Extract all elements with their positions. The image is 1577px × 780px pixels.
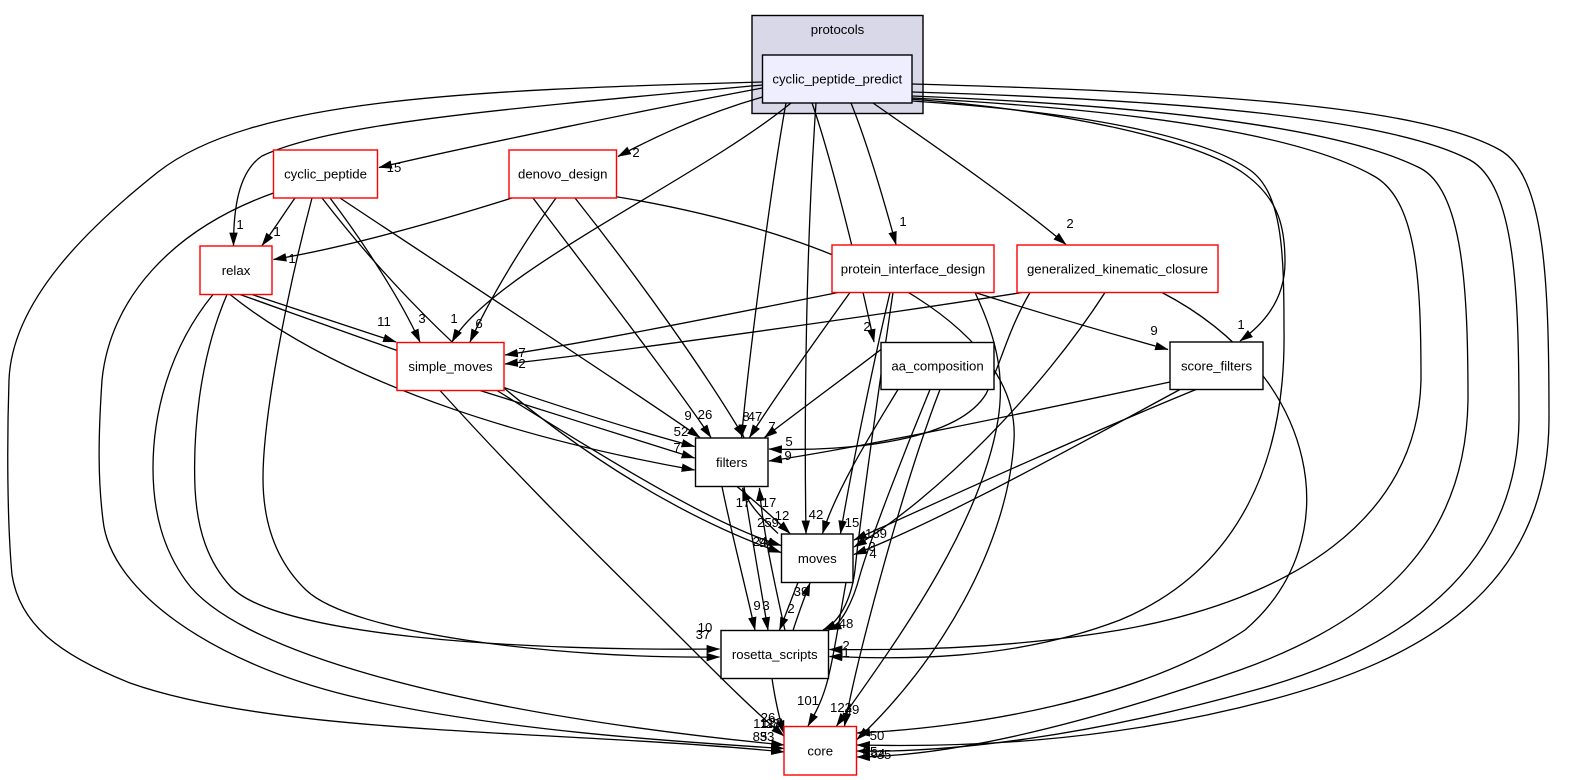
svg-text:24: 24 — [753, 534, 768, 549]
svg-text:10: 10 — [698, 620, 713, 635]
svg-text:core: core — [807, 743, 833, 758]
svg-text:6: 6 — [475, 316, 482, 331]
svg-text:9: 9 — [784, 448, 791, 463]
svg-text:17: 17 — [736, 495, 751, 510]
svg-text:123: 123 — [830, 700, 852, 715]
svg-text:35: 35 — [877, 747, 892, 762]
svg-text:1: 1 — [450, 311, 457, 326]
svg-text:1: 1 — [288, 251, 295, 266]
svg-text:7: 7 — [518, 345, 525, 360]
svg-text:1: 1 — [1237, 317, 1244, 332]
svg-text:15: 15 — [845, 515, 860, 530]
svg-text:simple_moves: simple_moves — [408, 359, 493, 374]
svg-text:85: 85 — [753, 729, 768, 744]
svg-text:2: 2 — [787, 601, 794, 616]
svg-text:33: 33 — [760, 729, 775, 744]
svg-text:3: 3 — [418, 311, 425, 326]
svg-text:3: 3 — [762, 598, 769, 613]
svg-text:protocols: protocols — [811, 22, 865, 37]
svg-text:3: 3 — [868, 539, 875, 554]
svg-text:48: 48 — [839, 616, 854, 631]
svg-text:26: 26 — [761, 710, 776, 725]
svg-text:cyclic_peptide_predict: cyclic_peptide_predict — [772, 72, 902, 87]
svg-text:filters: filters — [716, 455, 748, 470]
svg-text:7: 7 — [768, 419, 775, 434]
svg-text:49: 49 — [845, 702, 860, 717]
svg-text:aa_composition: aa_composition — [891, 359, 983, 374]
svg-text:5: 5 — [785, 434, 792, 449]
svg-text:50: 50 — [870, 728, 885, 743]
svg-text:generalized_kinematic_closure: generalized_kinematic_closure — [1027, 261, 1208, 276]
svg-text:47: 47 — [748, 409, 763, 424]
svg-text:12: 12 — [775, 508, 790, 523]
svg-text:2: 2 — [518, 356, 525, 371]
svg-text:9: 9 — [753, 598, 760, 613]
svg-text:1: 1 — [899, 214, 906, 229]
svg-text:128: 128 — [761, 715, 783, 730]
svg-text:8: 8 — [742, 409, 749, 424]
svg-text:1: 1 — [273, 224, 280, 239]
svg-text:cyclic_peptide: cyclic_peptide — [284, 167, 367, 182]
svg-text:52: 52 — [674, 424, 689, 439]
svg-text:64: 64 — [871, 746, 886, 761]
svg-text:denovo_design: denovo_design — [518, 167, 607, 182]
svg-text:2: 2 — [863, 319, 870, 334]
svg-text:85: 85 — [863, 744, 878, 759]
svg-text:37: 37 — [696, 627, 711, 642]
svg-text:2: 2 — [632, 145, 639, 160]
svg-text:7: 7 — [673, 440, 680, 455]
svg-text:42: 42 — [809, 507, 824, 522]
svg-text:9: 9 — [1150, 323, 1157, 338]
svg-text:rosetta_scripts: rosetta_scripts — [732, 647, 818, 662]
svg-text:189: 189 — [865, 526, 887, 541]
svg-text:protein_interface_design: protein_interface_design — [841, 261, 985, 276]
svg-text:2: 2 — [842, 638, 849, 653]
svg-text:moves: moves — [798, 551, 837, 566]
svg-text:1: 1 — [236, 217, 243, 232]
svg-text:94: 94 — [759, 535, 774, 550]
svg-text:259: 259 — [757, 515, 779, 530]
svg-text:101: 101 — [797, 693, 819, 708]
svg-text:11: 11 — [377, 314, 391, 329]
svg-text:score_filters: score_filters — [1181, 358, 1252, 373]
svg-text:39: 39 — [794, 584, 809, 599]
svg-text:11: 11 — [753, 716, 767, 731]
svg-text:2: 2 — [1066, 216, 1073, 231]
svg-text:9: 9 — [684, 408, 691, 423]
svg-text:28: 28 — [766, 716, 781, 731]
svg-text:4: 4 — [869, 546, 876, 561]
svg-text:17: 17 — [762, 495, 777, 510]
svg-text:26: 26 — [698, 407, 713, 422]
svg-text:15: 15 — [387, 160, 402, 175]
svg-text:relax: relax — [222, 263, 251, 278]
svg-text:1: 1 — [842, 645, 849, 660]
